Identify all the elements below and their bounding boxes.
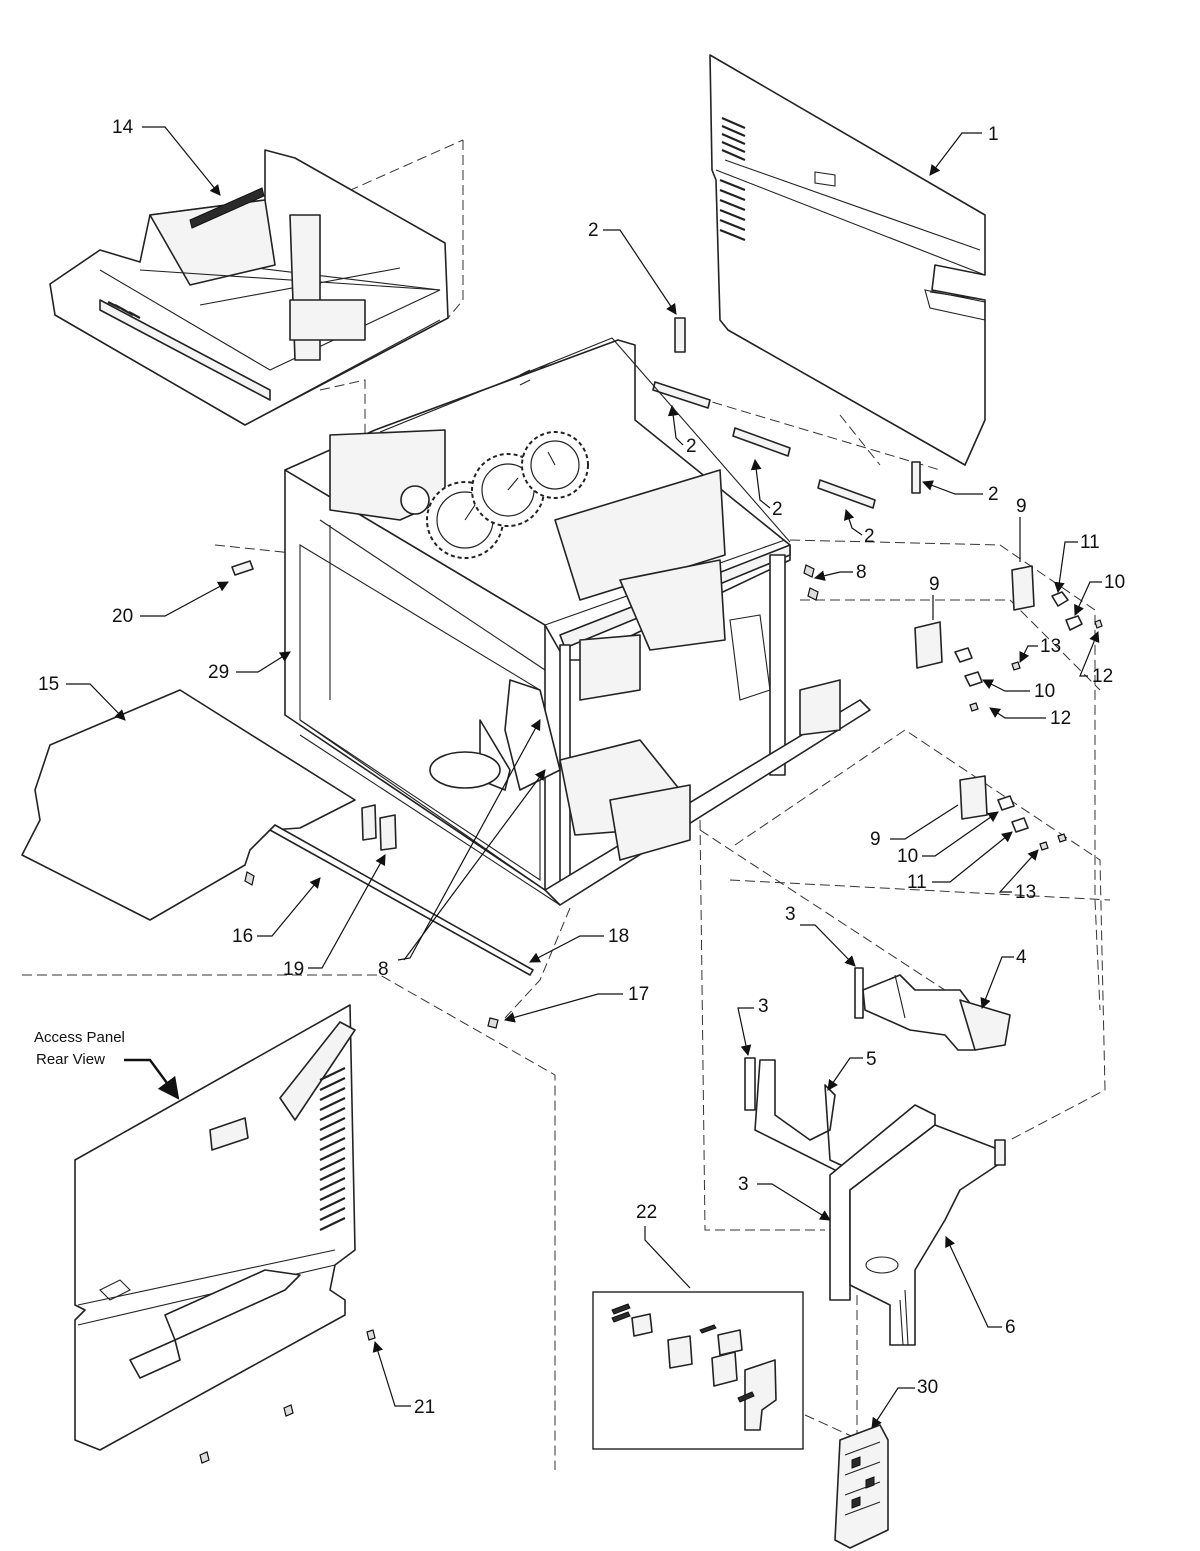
callout-3-c: 3 xyxy=(738,1174,749,1195)
callout-4: 4 xyxy=(1016,947,1027,968)
access-panel-rear-view xyxy=(74,1004,376,1464)
callout-15: 15 xyxy=(38,674,59,695)
callout-19: 19 xyxy=(283,959,304,980)
callout-12-b: 12 xyxy=(1050,708,1071,729)
part-16-18-trim-strip xyxy=(244,824,534,976)
part-22-detail-box xyxy=(592,1291,804,1450)
callout-2-c: 2 xyxy=(772,499,783,520)
part-3-4-upper-duct xyxy=(854,967,1011,1051)
part-2-gasket-strips xyxy=(652,317,921,509)
part-17-screw xyxy=(487,1017,499,1029)
callout-10-c: 10 xyxy=(897,846,918,867)
callout-2-a: 2 xyxy=(588,220,599,241)
callout-10-b: 10 xyxy=(1034,681,1055,702)
callout-2-b: 2 xyxy=(686,436,697,457)
callout-9-a: 9 xyxy=(1016,496,1027,517)
part-30-terminal-block xyxy=(834,1424,889,1549)
callout-13-b: 13 xyxy=(1015,882,1036,903)
callout-6: 6 xyxy=(1005,1317,1016,1338)
callout-20: 20 xyxy=(112,606,133,627)
part-20-pin xyxy=(231,560,254,576)
callout-9-c: 9 xyxy=(870,829,881,850)
callout-18: 18 xyxy=(608,926,629,947)
callout-3-b: 3 xyxy=(758,996,769,1017)
callout-3-a: 3 xyxy=(785,904,796,925)
part-14-top-tray xyxy=(49,149,449,426)
callout-22: 22 xyxy=(636,1202,657,1223)
callout-12-a: 12 xyxy=(1092,666,1113,687)
callout-11-a: 11 xyxy=(1080,532,1100,553)
part-15-sheet xyxy=(21,689,356,921)
part-29-main-cabinet xyxy=(284,337,871,906)
callout-2-e: 2 xyxy=(988,484,999,505)
callout-1: 1 xyxy=(988,124,999,145)
callout-30: 30 xyxy=(917,1377,938,1398)
callout-9-b: 9 xyxy=(929,574,940,595)
callout-17: 17 xyxy=(628,984,649,1005)
part-8-screws xyxy=(803,564,819,601)
callout-13-a: 13 xyxy=(1040,636,1061,657)
callout-5: 5 xyxy=(866,1049,877,1070)
part-3-6-lower-duct xyxy=(829,1104,1006,1346)
callout-8-b: 8 xyxy=(378,959,389,980)
callout-2-d: 2 xyxy=(864,526,875,547)
callout-14: 14 xyxy=(112,117,134,138)
part-19-spacer-blocks xyxy=(361,804,397,851)
callout-21: 21 xyxy=(414,1397,435,1418)
callout-29: 29 xyxy=(208,662,229,683)
part-1-rear-panel xyxy=(709,54,986,466)
access-panel-label-line1: Access Panel xyxy=(34,1029,125,1046)
callout-10-a: 10 xyxy=(1104,572,1125,593)
callout-8-a: 8 xyxy=(856,562,867,583)
access-panel-label-line2: Rear View xyxy=(36,1051,105,1068)
callout-16: 16 xyxy=(232,926,253,947)
gear-assembly xyxy=(426,431,589,559)
switch-bracket-assembly-upper xyxy=(914,565,1103,712)
switch-bracket-assembly-lower xyxy=(959,775,1067,851)
callout-11-b: 11 xyxy=(907,872,927,893)
